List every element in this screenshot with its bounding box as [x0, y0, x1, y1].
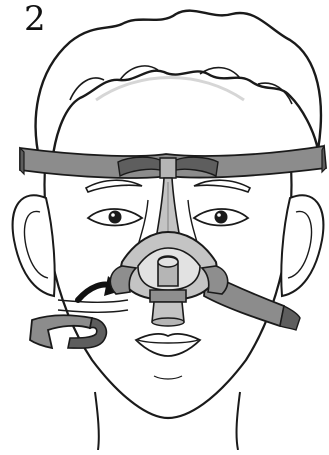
strap-end-left — [20, 148, 24, 174]
step-number: 2 — [24, 2, 46, 36]
strap-end-right — [322, 146, 326, 172]
right-ear — [281, 195, 323, 296]
left-ear — [13, 195, 55, 296]
